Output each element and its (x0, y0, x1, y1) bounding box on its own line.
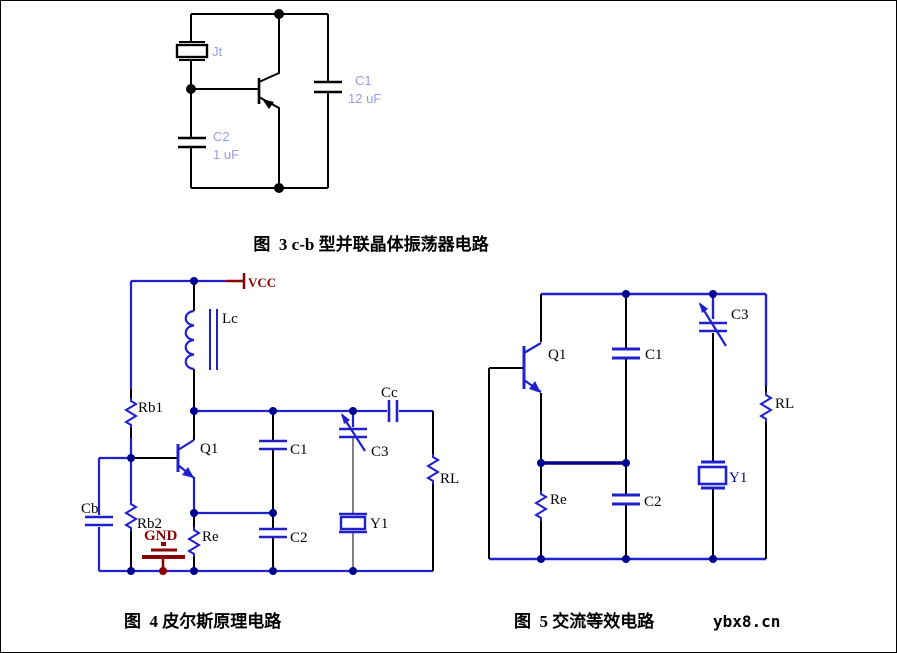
capacitor-c1-fig5 (612, 347, 640, 360)
emitter-arrow (529, 381, 541, 393)
capacitor-c1-fig4 (259, 439, 287, 451)
ground-symbol (142, 542, 185, 575)
label-c2-value: 1 uF (213, 147, 239, 162)
c3-arrowhead (699, 302, 708, 313)
label-lc: Lc (222, 311, 238, 327)
fig3-junction-dots (186, 9, 284, 193)
transistor-q1-fig5 (522, 342, 542, 393)
figure5-caption: 图 5 交流等效电路 (514, 612, 655, 631)
resistor-rl-fig5 (760, 391, 772, 423)
label-c3-fig5: C3 (731, 307, 749, 323)
label-jt: Jt (212, 44, 223, 59)
fig5-circuit: Q1 C1 C2 C3 Y1 Re RL (488, 290, 794, 563)
fig4-junction-dots (127, 277, 357, 575)
label-rl-fig5: RL (775, 396, 794, 412)
watermark: ybx8.cn (713, 612, 781, 631)
label-re-fig4: Re (202, 529, 219, 545)
label-c1-fig4: C1 (290, 442, 308, 458)
label-c2-fig5: C2 (644, 494, 662, 510)
label-rb1: Rb1 (138, 400, 163, 416)
fig4-circuit: VCC GND Lc Rb1 Rb2 Cb Q1 C1 C2 C3 Y1 Re … (81, 273, 459, 575)
c3-arrowhead (341, 413, 350, 424)
vcc-terminal (226, 273, 246, 289)
emitter-arrow (262, 99, 274, 109)
resistor-rl-fig4 (427, 453, 439, 485)
capacitor-cc (387, 400, 399, 422)
label-cb: Cb (81, 501, 99, 517)
label-rb2: Rb2 (137, 516, 162, 532)
crystal-jt (175, 41, 209, 61)
fig5-junction-dots (537, 290, 717, 563)
fig3-wires (190, 13, 329, 189)
fig3-circuit: Jt C1 12 uF C2 1 uF (175, 9, 381, 193)
label-re-fig5: Re (550, 492, 567, 508)
figure3-caption: 图 3 c-b 型并联晶体振荡器电路 (253, 235, 489, 254)
variable-capacitor-c3-fig4 (339, 413, 367, 452)
label-y1-fig4: Y1 (370, 516, 388, 532)
emitter-arrow (182, 467, 194, 478)
label-c1-fig3: C1 (355, 73, 372, 88)
capacitor-cb (85, 515, 113, 527)
figure4-caption: 图 4 皮尔斯原理电路 (124, 612, 282, 631)
resistor-rb2 (125, 500, 137, 532)
capacitor-c2-fig4 (259, 527, 287, 539)
capacitor-c2-fig5 (612, 493, 640, 506)
fig5-black-wires (488, 294, 767, 559)
resistor-re-fig4 (188, 526, 200, 558)
transistor-q1-fig4 (176, 439, 195, 479)
capacitor-c2-fig3 (178, 136, 206, 149)
fig3-transistor (257, 78, 274, 109)
resistor-re-fig5 (535, 490, 547, 522)
label-cc: Cc (381, 385, 398, 401)
label-q1-fig4: Q1 (200, 441, 218, 457)
fig5-blue-wires (489, 292, 768, 561)
label-gnd: GND (144, 528, 178, 544)
variable-capacitor-c3-fig5 (699, 302, 727, 347)
label-c3-fig4: C3 (371, 444, 389, 460)
label-y1-fig5: Y1 (729, 470, 747, 486)
crystal-y1-fig4 (339, 512, 367, 534)
resistor-rb1 (125, 397, 137, 429)
label-vcc: VCC (248, 275, 276, 290)
label-c1-value: 12 uF (348, 91, 381, 106)
label-c1-fig5: C1 (645, 347, 663, 363)
inductor-lc (184, 309, 218, 371)
label-q1-fig5: Q1 (548, 347, 566, 363)
label-rl-fig4: RL (440, 471, 459, 487)
capacitor-c1-fig3 (314, 80, 342, 94)
crystal-y1-fig5 (697, 460, 728, 490)
fig4-black-wires (130, 281, 434, 571)
label-c2-fig3: C2 (213, 129, 230, 144)
label-c2-fig4: C2 (290, 530, 308, 546)
